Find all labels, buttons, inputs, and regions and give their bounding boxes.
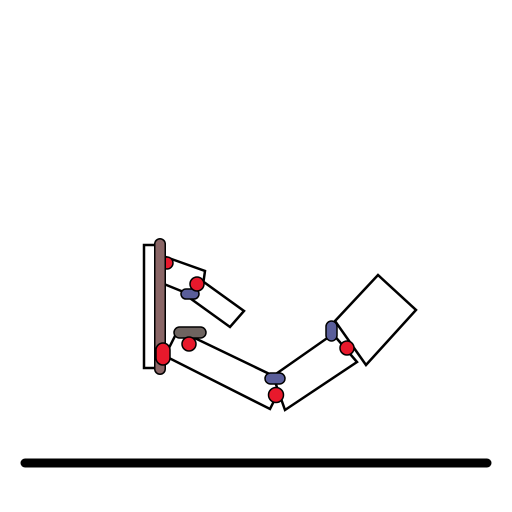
ankle-joint	[339, 340, 355, 356]
hip-joint	[181, 336, 197, 352]
knee-joint	[267, 386, 285, 404]
elbow-motor	[180, 288, 200, 300]
foot-segment	[333, 273, 418, 367]
base-joint	[155, 342, 171, 366]
elbow-joint	[189, 276, 205, 292]
knee-motor	[264, 372, 286, 385]
ankle-motor	[325, 320, 338, 342]
